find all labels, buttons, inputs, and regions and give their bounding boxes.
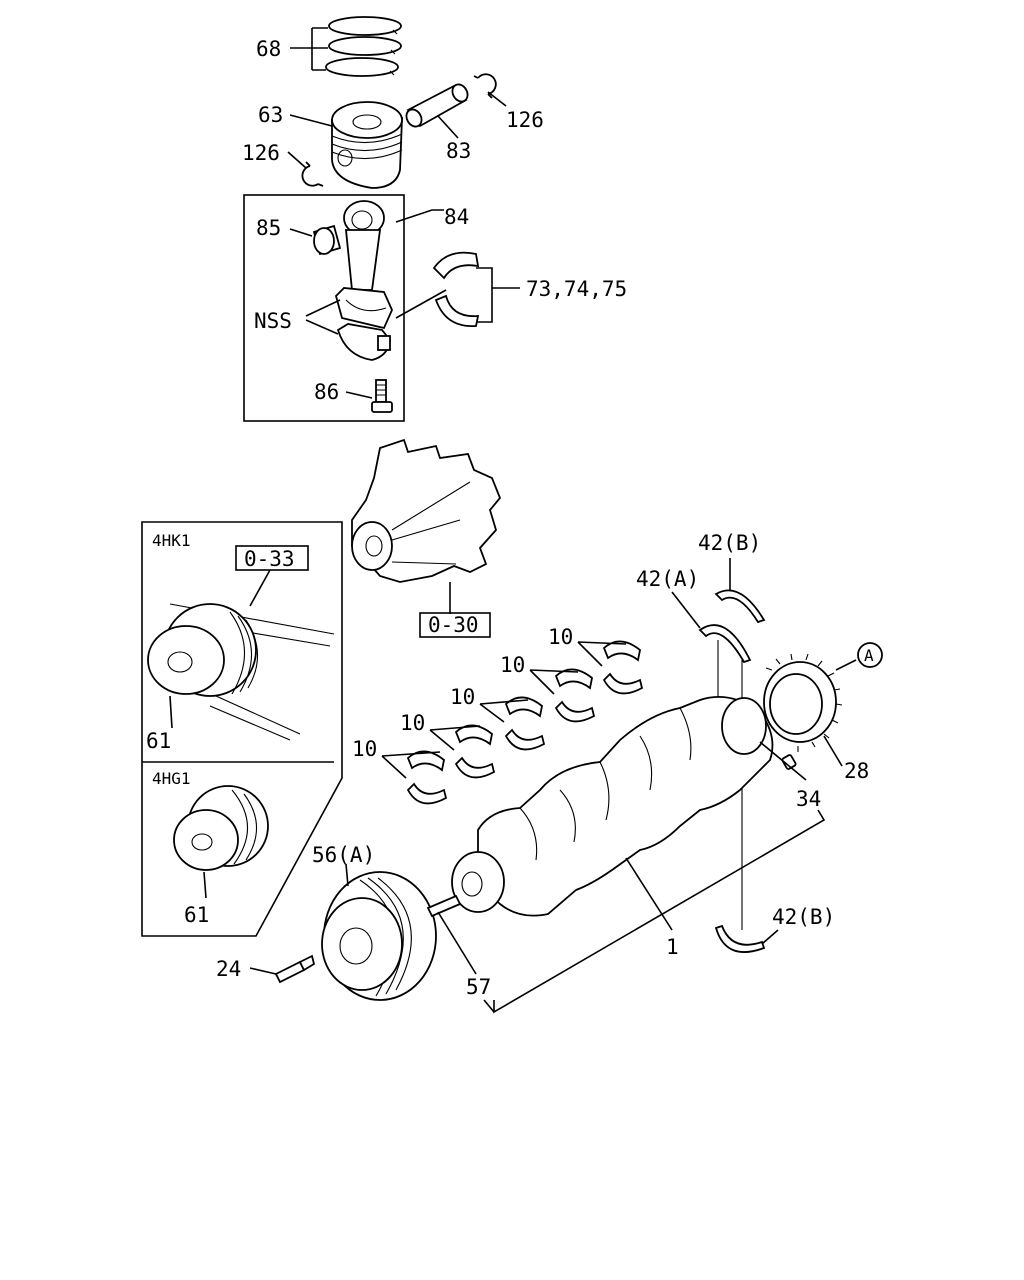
thrust-washer-42b-top xyxy=(714,589,766,624)
pulley-4hg1 xyxy=(173,785,269,871)
thrust-washer-42a xyxy=(698,624,752,664)
label-42b-top: 42(B) xyxy=(698,531,761,555)
leader-84 xyxy=(395,209,444,223)
label-57: 57 xyxy=(466,975,491,999)
crank-pulley xyxy=(321,871,437,1001)
label-85: 85 xyxy=(256,216,281,240)
snap-ring-left xyxy=(301,161,324,187)
inset-box xyxy=(141,521,343,937)
leader-28 xyxy=(823,735,843,767)
housing xyxy=(351,438,502,583)
connecting-rod-box xyxy=(243,194,405,422)
variant-4hg1: 4HG1 xyxy=(152,769,191,788)
leader-63 xyxy=(289,114,333,127)
label-10-1: 10 xyxy=(352,737,377,761)
leader-126-right xyxy=(487,91,507,107)
leader-86 xyxy=(345,391,373,399)
leader-34 xyxy=(759,741,807,781)
label-nss: NSS xyxy=(254,309,292,333)
leader-nss-bearing xyxy=(395,289,447,319)
leader-61-bottom xyxy=(203,871,207,899)
ref-030: 0-30 xyxy=(428,613,479,637)
leader-85 xyxy=(289,228,313,237)
crankshaft-bracket xyxy=(483,809,826,1014)
label-10-5: 10 xyxy=(548,625,573,649)
label-10-4: 10 xyxy=(500,653,525,677)
timing-gear xyxy=(763,653,843,752)
leader-61-top xyxy=(169,695,173,729)
leader-circle-a xyxy=(835,659,857,671)
variant-4hk1: 4HK1 xyxy=(152,531,191,550)
label-84: 84 xyxy=(444,205,469,229)
ref-033: 0-33 xyxy=(244,547,295,571)
label-42b-bottom: 42(B) xyxy=(772,905,835,929)
rod-bolt xyxy=(371,379,393,413)
label-126-left: 126 xyxy=(242,141,280,165)
circle-a-marker xyxy=(857,642,883,668)
pulley-4hk1 xyxy=(147,603,335,741)
leader-57 xyxy=(437,911,477,975)
ref-box-033 xyxy=(235,545,309,571)
leader-033 xyxy=(249,569,271,607)
label-42a: 42(A) xyxy=(636,567,699,591)
label-61-top: 61 xyxy=(146,729,171,753)
leader-nss xyxy=(305,299,341,335)
dowel-pin xyxy=(426,894,462,918)
label-24: 24 xyxy=(216,957,241,981)
main-bearing-4 xyxy=(554,668,596,723)
main-bearing-3 xyxy=(504,696,546,751)
label-86: 86 xyxy=(314,380,339,404)
leader-42b-bottom xyxy=(761,929,779,945)
pulley-bolt xyxy=(274,954,316,984)
label-56a: 56(A) xyxy=(312,843,375,867)
bushing xyxy=(312,224,342,256)
label-28: 28 xyxy=(844,759,869,783)
leader-10-5 xyxy=(577,641,627,667)
leader-10-3 xyxy=(479,699,529,723)
ref-box-030 xyxy=(419,612,491,638)
snap-ring-right xyxy=(473,73,497,99)
label-10-2: 10 xyxy=(400,711,425,735)
label-73-74-75: 73,74,75 xyxy=(526,277,627,301)
leader-10-2 xyxy=(429,725,481,751)
leader-73 xyxy=(476,267,520,323)
piston-rings xyxy=(325,16,402,77)
label-126-right: 126 xyxy=(506,108,544,132)
leader-42a xyxy=(671,591,701,629)
main-bearing-2 xyxy=(454,724,496,779)
label-61-bottom: 61 xyxy=(184,903,209,927)
piston-pin xyxy=(405,83,469,128)
leader-10-4 xyxy=(529,669,579,695)
main-bearing-1 xyxy=(406,750,448,805)
label-63: 63 xyxy=(258,103,283,127)
key xyxy=(781,754,797,770)
label-10-3: 10 xyxy=(450,685,475,709)
leader-83 xyxy=(437,115,459,139)
label-83: 83 xyxy=(446,139,471,163)
leader-1 xyxy=(625,857,673,931)
rod-bearings xyxy=(432,251,480,327)
leader-126-left xyxy=(287,151,307,169)
connecting-rod xyxy=(334,200,393,361)
leader-10-1 xyxy=(381,751,441,779)
leader-56a xyxy=(345,863,349,887)
label-circle-a: A xyxy=(864,646,874,665)
label-68: 68 xyxy=(256,37,281,61)
main-bearing-5 xyxy=(602,640,644,695)
label-34: 34 xyxy=(796,787,821,811)
leader-68 xyxy=(290,27,328,71)
crankshaft xyxy=(451,695,774,917)
leader-24 xyxy=(249,967,277,975)
thrust-washer-42b-bottom xyxy=(714,924,766,953)
piston xyxy=(331,101,403,189)
label-1: 1 xyxy=(666,935,679,959)
